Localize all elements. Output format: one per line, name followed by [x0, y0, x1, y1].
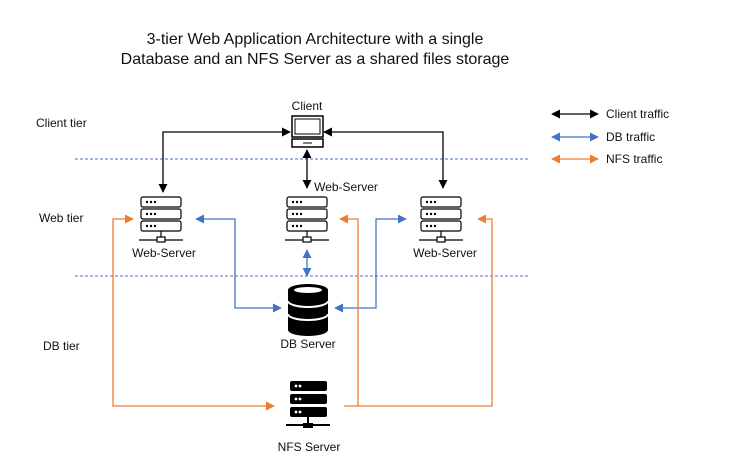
- web-left-to-db-link: [195, 214, 282, 313]
- database-icon: [287, 284, 329, 336]
- client-to-web-right-link: [323, 127, 448, 189]
- legend-item-client-traffic: Client traffic: [551, 107, 669, 121]
- diagram-title: 3-tier Web Application Architecture with…: [0, 30, 630, 70]
- title-line-1: 3-tier Web Application Architecture with…: [146, 31, 484, 48]
- tier-label-web: Web tier: [39, 211, 83, 225]
- db-server-label: DB Server: [280, 337, 335, 351]
- web-server-icon: [138, 196, 184, 243]
- web-right-to-nfs-link: [358, 214, 493, 407]
- client-traffic-links: [158, 127, 448, 193]
- client-label: Client: [292, 99, 323, 113]
- legend-item-db-traffic: DB traffic: [551, 130, 655, 144]
- web-server-icon: [418, 196, 464, 243]
- client-node: Client: [291, 99, 324, 148]
- computer-icon: [291, 115, 324, 148]
- web-server-center-label: Web-Server: [314, 180, 378, 194]
- legend-label: NFS traffic: [606, 152, 662, 166]
- web-center-to-nfs-link: [339, 214, 359, 407]
- legend: Client traffic DB traffic NFS traffic: [551, 107, 669, 166]
- legend-item-nfs-traffic: NFS traffic: [551, 152, 662, 166]
- tier-label-db: DB tier: [43, 339, 80, 353]
- web-server-right-label: Web-Server: [413, 246, 477, 260]
- legend-label: Client traffic: [606, 107, 669, 121]
- web-server-right-node: Web-Server: [413, 196, 477, 260]
- legend-label: DB traffic: [606, 130, 655, 144]
- nfs-server-node: NFS Server: [278, 381, 341, 454]
- web-right-to-db-link: [334, 214, 407, 313]
- web-server-left-label: Web-Server: [132, 246, 196, 260]
- web-server-left-node: Web-Server: [132, 196, 196, 260]
- nfs-server-label: NFS Server: [278, 440, 341, 454]
- client-to-web-left-link: [158, 127, 291, 193]
- db-server-node: DB Server: [280, 284, 336, 351]
- tier-label-client: Client tier: [36, 116, 87, 130]
- nfs-server-icon: [286, 381, 330, 428]
- nfs-traffic-links: [112, 214, 493, 411]
- web-left-to-nfs-link: [112, 214, 275, 411]
- title-line-2: Database and an NFS Server as a shared f…: [120, 51, 510, 68]
- web-server-icon: [284, 196, 330, 243]
- web-server-center-node: Web-Server: [284, 180, 378, 243]
